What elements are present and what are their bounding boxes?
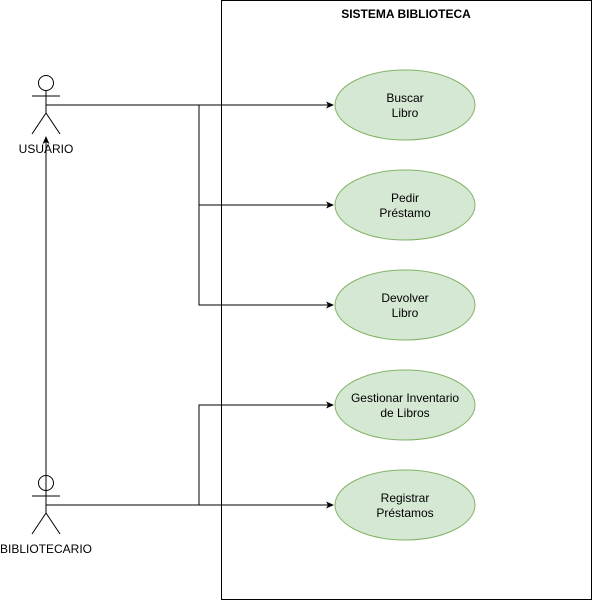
use-case-ellipse: [334, 469, 476, 541]
use-case-ellipse: [334, 269, 476, 341]
system-title: SISTEMA BIBLIOTECA: [341, 7, 471, 21]
usuario-associations: [46, 101, 334, 309]
use-case-gestionar-inventario[interactable]: Gestionar Inventario de Libros: [334, 369, 476, 441]
use-case-ellipse: [334, 69, 476, 141]
use-case-label-line1: Gestionar Inventario: [351, 391, 459, 405]
use-case-label-line2: Préstamos: [376, 506, 433, 520]
use-case-label-line2: Libro: [392, 106, 419, 120]
actor-stick-figure-icon: [31, 475, 61, 535]
actor-bibliotecario-label: BIBLIOTECARIO: [0, 542, 92, 556]
use-case-pedir-prestamo[interactable]: Pedir Préstamo: [334, 169, 476, 241]
actor-stick-figure-icon: [31, 75, 61, 135]
bibliotecario-associations: [42, 136, 334, 509]
use-case-buscar-libro[interactable]: Buscar Libro: [334, 69, 476, 141]
actor-usuario-label: USUARIO: [19, 142, 74, 156]
actor-usuario[interactable]: USUARIO: [19, 75, 74, 157]
use-case-ellipse: [334, 369, 476, 441]
edge-usuario-devolver-libro: [198, 205, 334, 309]
edge-bibliotecario-gestionar-inventario: [198, 401, 334, 505]
use-case-label-line2: Préstamo: [379, 206, 431, 220]
use-case-devolver-libro[interactable]: Devolver Libro: [334, 269, 476, 341]
use-case-ellipse: [334, 169, 476, 241]
use-case-label-line1: Buscar: [386, 91, 423, 105]
actor-bibliotecario[interactable]: BIBLIOTECARIO: [0, 475, 92, 557]
use-case-label-line2: Libro: [392, 306, 419, 320]
use-case-label-line1: Registrar: [381, 491, 430, 505]
use-case-label-line1: Pedir: [391, 191, 419, 205]
use-case-registrar-prestamos[interactable]: Registrar Préstamos: [334, 469, 476, 541]
use-case-label-line2: de Libros: [380, 406, 429, 420]
use-case-label-line1: Devolver: [381, 291, 428, 305]
